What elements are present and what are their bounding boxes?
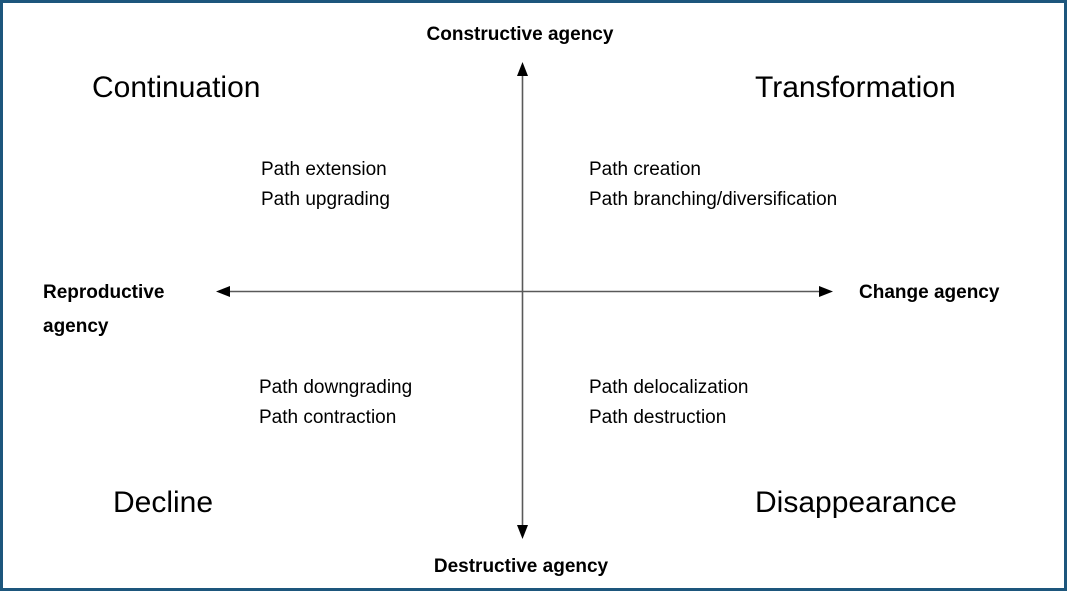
right-axis-label: Change agency: [859, 282, 1000, 303]
quadrant-title-decline: Decline: [113, 486, 214, 519]
list-item: Path contraction: [259, 407, 397, 428]
quadrant-title-continuation: Continuation: [92, 71, 261, 104]
axes-arrows: [216, 62, 833, 539]
right-arrowhead-icon: [819, 286, 833, 297]
left-arrowhead-icon: [216, 286, 230, 297]
list-item: Path branching/diversification: [589, 189, 838, 210]
down-arrowhead-icon: [517, 525, 528, 539]
list-item: Path destruction: [589, 407, 727, 428]
top-axis-label: Constructive agency: [426, 24, 614, 45]
up-arrowhead-icon: [517, 62, 528, 76]
quadrant-title-disappearance: Disappearance: [755, 486, 957, 519]
left-axis-label: Reproductive agency: [43, 282, 165, 337]
quadrant-items-top-right: Path creation Path branching/diversifica…: [589, 155, 837, 215]
bottom-axis-label: Destructive agency: [433, 556, 609, 577]
list-item: Path creation: [589, 159, 701, 180]
quadrant-items-top-left: Path extension Path upgrading: [261, 155, 390, 215]
list-item: Path extension: [261, 159, 387, 180]
list-item: Path delocalization: [589, 377, 749, 398]
quadrant-items-bottom-left: Path downgrading Path contraction: [259, 373, 412, 433]
list-item: Path downgrading: [259, 377, 413, 398]
quadrant-title-transformation: Transformation: [755, 71, 956, 104]
list-item: Path upgrading: [261, 189, 390, 210]
quadrant-items-bottom-right: Path delocalization Path destruction: [589, 373, 749, 433]
